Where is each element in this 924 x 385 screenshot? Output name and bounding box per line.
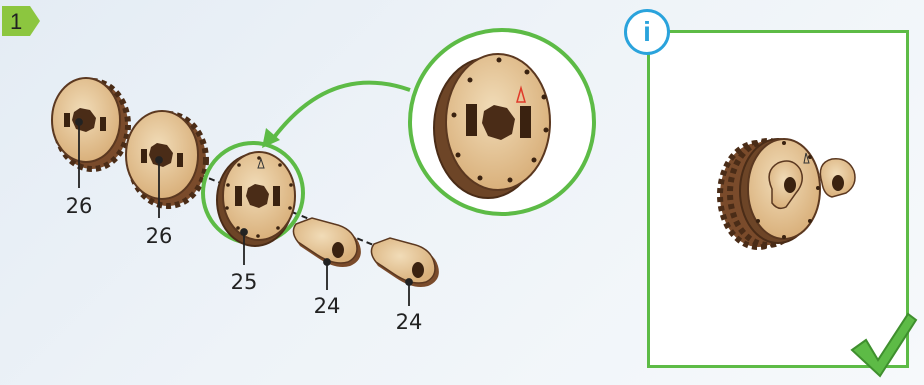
gear-part-26-b [125, 110, 209, 209]
part-label-lever-a: 24 [313, 294, 341, 318]
lever-part-24-b [370, 237, 439, 287]
step-number: 1 [10, 9, 23, 34]
lever-part-24-a [292, 217, 361, 267]
part-label-disc: 25 [230, 270, 258, 294]
magnified-disc-callout [408, 28, 596, 216]
check-icon [850, 312, 918, 378]
info-panel [647, 30, 909, 368]
assembled-part-illustration [717, 138, 856, 250]
step-arrow-icon [2, 6, 40, 36]
callout-arrow-icon [270, 80, 411, 142]
gear-part-26-a [51, 77, 131, 172]
disc-part-25 [216, 151, 296, 247]
part-label-lever-b: 24 [395, 310, 423, 334]
info-icon: i [624, 9, 670, 55]
callout-arrow-head [262, 128, 280, 148]
part-leader-lines [75, 118, 413, 306]
step-badge: 1 [2, 6, 42, 36]
part-label-gear-b: 26 [145, 224, 173, 248]
info-glyph: i [643, 16, 651, 47]
part-label-gear-a: 26 [65, 194, 93, 218]
